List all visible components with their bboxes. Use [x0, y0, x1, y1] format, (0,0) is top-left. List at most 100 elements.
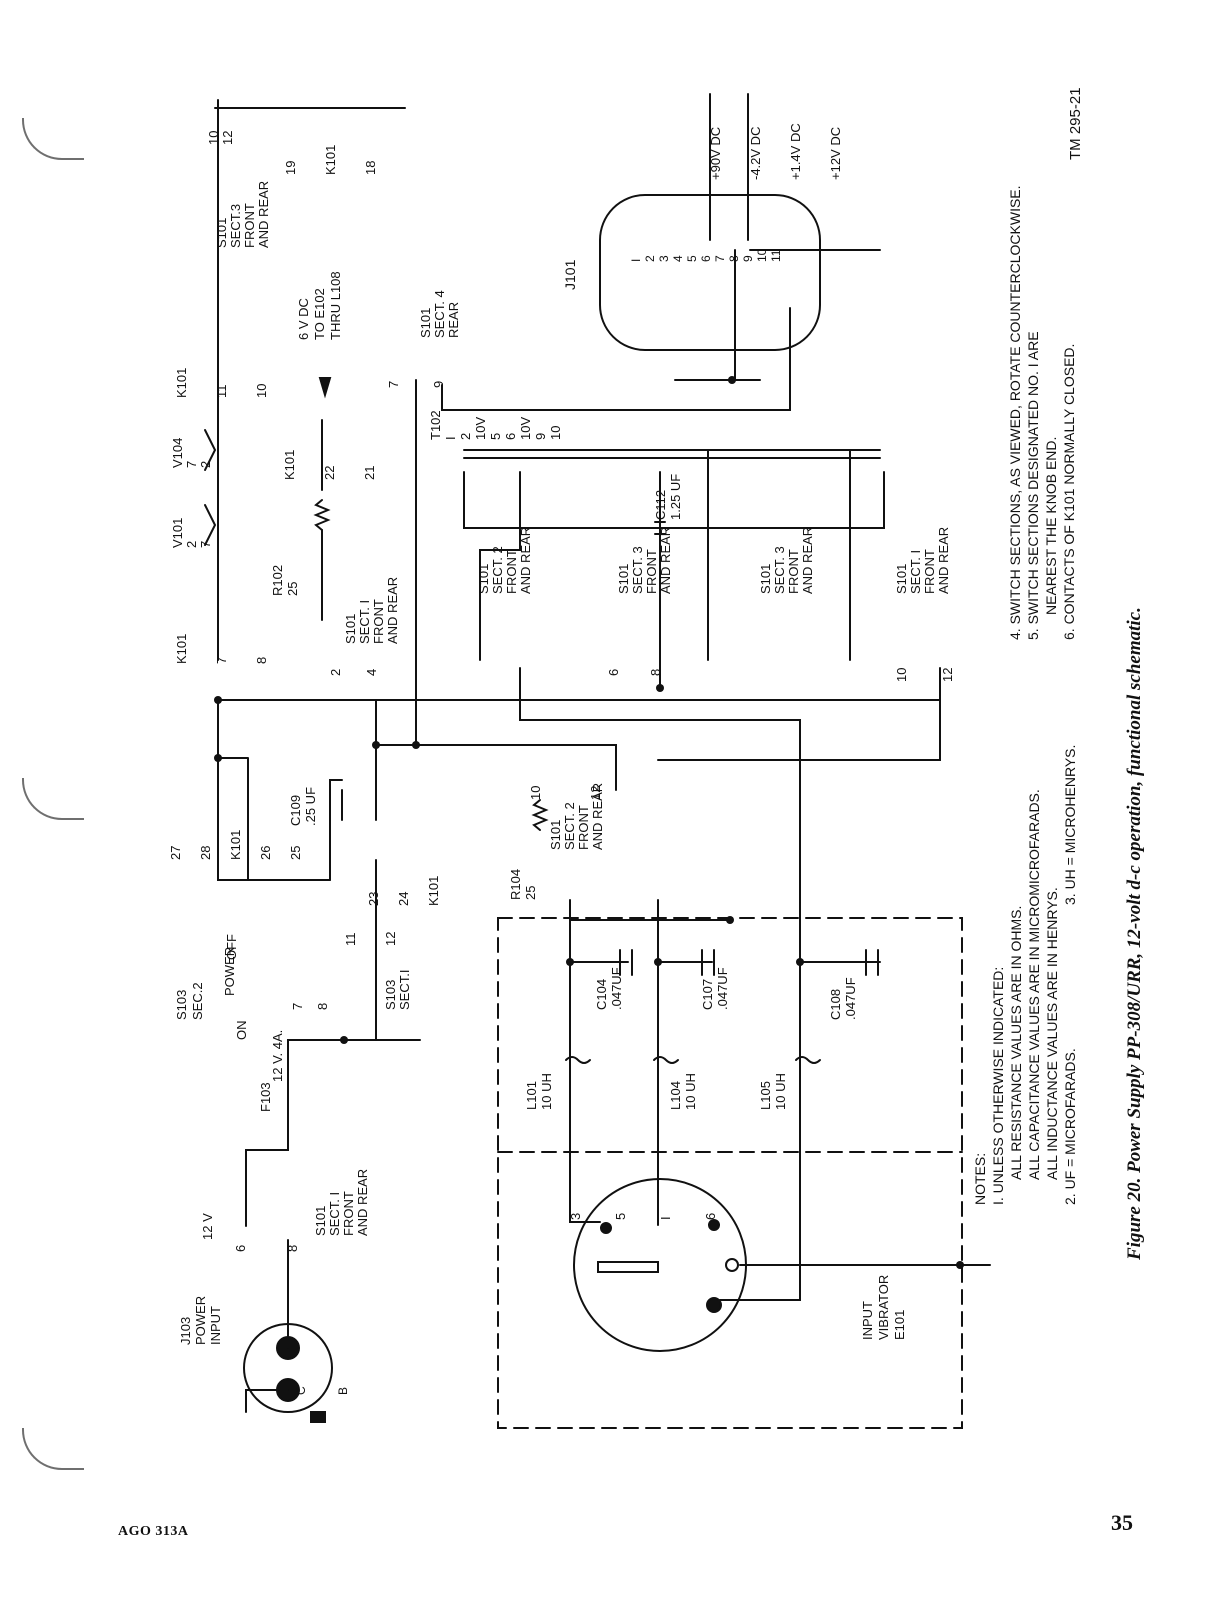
component-label-pins-10-12c: 12 — [588, 786, 603, 800]
inductor-l105 — [795, 1056, 821, 1064]
component-label-s101-s3-fr-b: FRONT — [786, 549, 801, 594]
note-line: 6. CONTACTS OF K101 NORMALLY CLOSED. — [1061, 344, 1077, 640]
capacitor-c112 — [654, 521, 666, 535]
component-label-dc-labels: +1.4V DC — [788, 123, 803, 180]
component-label-s103-sec2: SEC.2 — [190, 982, 205, 1020]
terminal-dot — [706, 1297, 722, 1313]
component-label-e101: E101 — [892, 1310, 907, 1340]
component-label-s101-s2-fr: SECT. 2 — [490, 546, 505, 594]
component-label-s101-s1-fr-b: SECT. I — [908, 550, 923, 594]
component-label-t102: 5 — [488, 433, 503, 440]
component-label-s103-sect1: S103 — [383, 980, 398, 1010]
component-label-c109: .25 UF — [303, 787, 318, 826]
component-label-v101: 2 — [184, 541, 199, 548]
component-label-s101-s2-fr: S101 — [476, 564, 491, 594]
k101-contacts-block — [217, 757, 249, 881]
component-label-s101-s4: S101 — [418, 308, 433, 338]
note-line: NEAREST THE KNOB END. — [1043, 437, 1059, 615]
component-label-pins-11-12: 11 — [343, 933, 358, 947]
t102-core — [463, 449, 881, 459]
component-label-t102: I — [443, 436, 458, 440]
component-label-pins-7-8: 8 — [315, 1003, 330, 1010]
component-label-k101-19-18: 19 — [283, 161, 298, 175]
component-label-off-box: OFF — [224, 934, 239, 960]
component-label-e101-pins: 6 — [703, 1213, 718, 1220]
component-label-s101-s3-fr-a: FRONT — [644, 549, 659, 594]
note-line: ALL RESISTANCE VALUES ARE IN OHMS. — [1008, 906, 1024, 1180]
component-label-k101-11-10: K101 — [174, 368, 189, 398]
component-label-pins-10-12: 12 — [220, 131, 235, 145]
component-label-j101-pins: 3 — [657, 255, 671, 262]
component-label-e101-pins: 5 — [613, 1213, 628, 1220]
junction-dots — [214, 376, 964, 1269]
component-label-j103-pins: B — [336, 1387, 350, 1395]
component-label-k101-22-21: K101 — [282, 450, 297, 480]
note-line: 4. SWITCH SECTIONS, AS VIEWED, ROTATE CO… — [1007, 185, 1023, 640]
component-label-k101-7-8: 8 — [254, 657, 269, 664]
component-label-j101-pins: 7 — [713, 255, 727, 262]
component-label-s101-s2-b: SECT. 2 — [562, 802, 577, 850]
wire — [245, 1039, 421, 1227]
component-label-t102: 10V — [518, 417, 533, 440]
j101-connector — [599, 194, 821, 351]
component-label-l105: 10 UH — [773, 1073, 788, 1110]
component-label-e101-pins: I — [658, 1216, 673, 1220]
component-label-j103: INPUT — [208, 1306, 223, 1345]
component-label-f103: F103 — [258, 1082, 273, 1112]
component-label-t102: 6 — [503, 433, 518, 440]
heater-v104 — [204, 429, 217, 471]
component-label-j101: J101 — [562, 259, 578, 290]
component-label-s101-s3-fr-a: S101 — [616, 564, 631, 594]
component-label-s101-s1-fr-b: AND REAR — [936, 527, 951, 594]
component-label-on-box: ON — [234, 1021, 249, 1041]
wire — [329, 779, 343, 881]
j103-key — [310, 1411, 326, 1423]
component-label-s101-s1-fr: S101 — [343, 614, 358, 644]
component-label-k101-contacts-27: 28 — [198, 846, 213, 860]
component-label-c104: C104 — [594, 979, 609, 1010]
component-label-s101-s2-b: AND REAR — [590, 783, 605, 850]
component-label-s101-s3-top: FRONT — [242, 203, 257, 248]
component-label-s103-sec2: S103 — [174, 990, 189, 1020]
component-label-k101-contacts-27: 26 — [258, 846, 273, 860]
vibrator-e101-body — [573, 1178, 747, 1352]
component-label-s101-s4: REAR — [446, 302, 461, 338]
component-label-t102: 10V — [473, 417, 488, 440]
component-label-s101-s3-fr-a: AND REAR — [658, 527, 673, 594]
component-label-s101-s3-top: S101 — [214, 218, 229, 248]
component-label-v12-box: 12 V — [200, 1213, 215, 1240]
component-label-j101-pins: 11 — [769, 249, 783, 262]
component-label-k101-contacts-27: K101 — [228, 830, 243, 860]
component-label-pins-7-9: 7 — [386, 381, 401, 388]
component-label-v104: 2 — [198, 461, 213, 468]
component-label-pins-2-4: 4 — [364, 669, 379, 676]
component-label-s101-s3-top: SECT.3 — [228, 204, 243, 248]
capacitor-c104 — [619, 949, 633, 976]
wire — [719, 899, 801, 1301]
component-label-e101: INPUT — [860, 1301, 875, 1340]
capacitor-c108 — [865, 949, 879, 976]
note-line: 3. UH = MICROHENRYS. — [1062, 745, 1078, 905]
component-label-k101-7-8: 7 — [214, 657, 229, 664]
component-label-s101-s1-fr-b: S101 — [894, 564, 909, 594]
component-label-s101-s2-b: S101 — [548, 820, 563, 850]
component-label-j101-pins: I — [629, 259, 643, 262]
component-label-c107: .047UF — [715, 967, 730, 1010]
component-label-k101-23: 23 — [366, 892, 381, 906]
component-label-pins-6-8: 6 — [233, 1245, 248, 1252]
component-label-j103-pins: C — [294, 1386, 308, 1395]
component-label-s101-s3-top: AND REAR — [256, 181, 271, 248]
component-label-pins-10-12: 10 — [206, 131, 221, 145]
component-label-s101-s1-input: SECT. I — [327, 1192, 342, 1236]
component-label-v104: 7 — [184, 461, 199, 468]
wire — [375, 744, 617, 791]
wire — [674, 249, 881, 381]
component-label-k101-contacts-27: 27 — [168, 846, 183, 860]
component-label-pins-10-12c: 10 — [528, 786, 543, 800]
resistor-r102 — [313, 499, 331, 531]
component-label-l101: L101 — [524, 1081, 539, 1110]
component-label-e101-pins: 3 — [568, 1213, 583, 1220]
component-label-l104: L104 — [668, 1081, 683, 1110]
